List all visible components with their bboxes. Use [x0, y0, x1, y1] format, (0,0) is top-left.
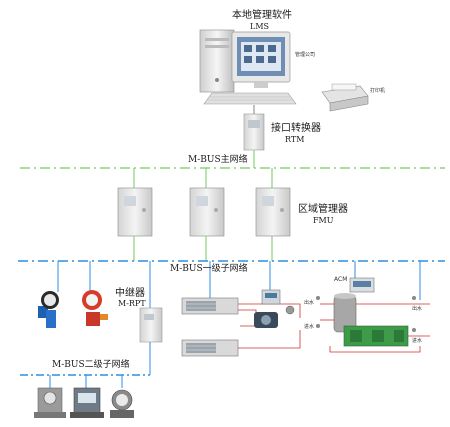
- rtm-title: 接口转换器: [271, 123, 321, 134]
- water-meter-2: [82, 290, 108, 326]
- thermometer-icons: [316, 296, 416, 332]
- plant-in-label: 进水: [412, 338, 423, 344]
- main-bus-label: M-BUS主网络: [188, 155, 248, 165]
- fmu-cabinet-2: [189, 187, 225, 237]
- valve-1: [285, 305, 295, 315]
- hvac-in-label: 进水: [304, 324, 315, 330]
- fmu-subtitle: FMU: [313, 216, 334, 225]
- meter-bottom-1: [34, 387, 66, 418]
- sub-bus-2-label: M-BUS二级子网络: [52, 360, 130, 370]
- fmu-cabinet-3: [255, 187, 291, 237]
- fan-coil-unit-1: [181, 297, 239, 315]
- rtm-subtitle: RTM: [285, 135, 305, 144]
- hvac-out-label: 出水: [304, 300, 315, 306]
- monitor: [231, 31, 291, 88]
- acm-device: [349, 277, 375, 293]
- fan-coil-unit-2: [181, 339, 239, 357]
- printer: [321, 83, 369, 112]
- plant-out-label: 出水: [412, 306, 423, 312]
- flow-meter: [254, 312, 278, 328]
- rtm-device: [243, 105, 265, 151]
- pc-tower: [199, 29, 235, 93]
- meter-bottom-3: [110, 389, 134, 418]
- monitor-label: 管理公司: [295, 52, 316, 58]
- repeater-device: [139, 307, 163, 343]
- energy-meter: [261, 289, 281, 305]
- water-meter-1: [38, 291, 59, 328]
- plant-piping: [320, 303, 430, 353]
- lms-subtitle: LMS: [250, 22, 269, 31]
- meter-bottom-2: [70, 387, 104, 418]
- pump-assembly: [343, 325, 409, 347]
- fmu-cabinet-1: [117, 187, 153, 237]
- repeater-title: 中继器: [115, 288, 145, 299]
- acm-label: ACM: [334, 276, 348, 283]
- keyboard: [203, 92, 297, 105]
- lms-title: 本地管理软件: [232, 10, 292, 21]
- sub-bus-1-label: M-BUS一级子网络: [170, 264, 248, 274]
- repeater-subtitle: M-RPT: [118, 299, 146, 308]
- printer-label: 打印机: [370, 88, 386, 94]
- fmu-title: 区域管理器: [298, 204, 348, 215]
